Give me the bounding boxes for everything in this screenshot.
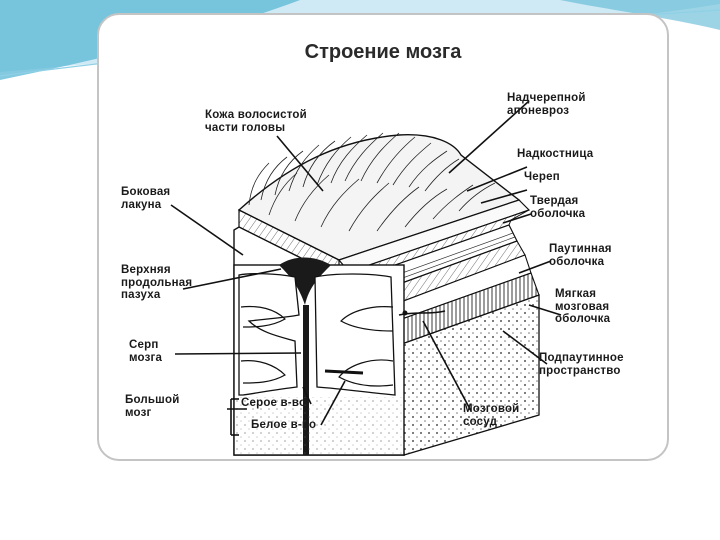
right-hemisphere	[314, 273, 396, 396]
slide-swoosh-right	[560, 0, 720, 30]
label-skull: Череп	[524, 171, 560, 183]
label-lateral-lacuna: Боковая лакуна	[121, 186, 171, 211]
label-arachnoid: Паутинная оболочка	[549, 243, 612, 268]
diagram-title: Строение мозга	[304, 41, 462, 63]
brain-structure-illustration	[170, 100, 562, 456]
label-sagittal-sinus: Верхняя продольная пазуха	[121, 264, 193, 301]
left-hemisphere	[238, 273, 300, 396]
hair-strands	[248, 132, 496, 232]
label-scalp: Кожа волосистой части головы	[205, 109, 307, 134]
diagram-card: Строение мозга	[97, 13, 669, 461]
label-cerebrum: Большой мозг	[125, 394, 180, 419]
label-periosteum: Надкостница	[517, 148, 594, 160]
label-white-matter: Белое в-во	[251, 419, 317, 431]
white-matter-base	[235, 397, 403, 454]
sagittal-sinus	[279, 257, 331, 305]
leader-lines	[170, 100, 562, 436]
label-falx: Серп мозга	[129, 339, 163, 364]
label-subarachnoid: Подпаутинное пространство	[539, 352, 624, 377]
label-galea: Надчерепной апоневроз	[507, 92, 586, 117]
label-pia: Мягкая мозговая оболочка	[555, 288, 611, 325]
label-gray-matter: Серое в-во	[241, 397, 307, 409]
label-vessel: Мозговой сосуд	[463, 403, 520, 428]
label-dura: Твердая оболочка	[530, 195, 586, 220]
